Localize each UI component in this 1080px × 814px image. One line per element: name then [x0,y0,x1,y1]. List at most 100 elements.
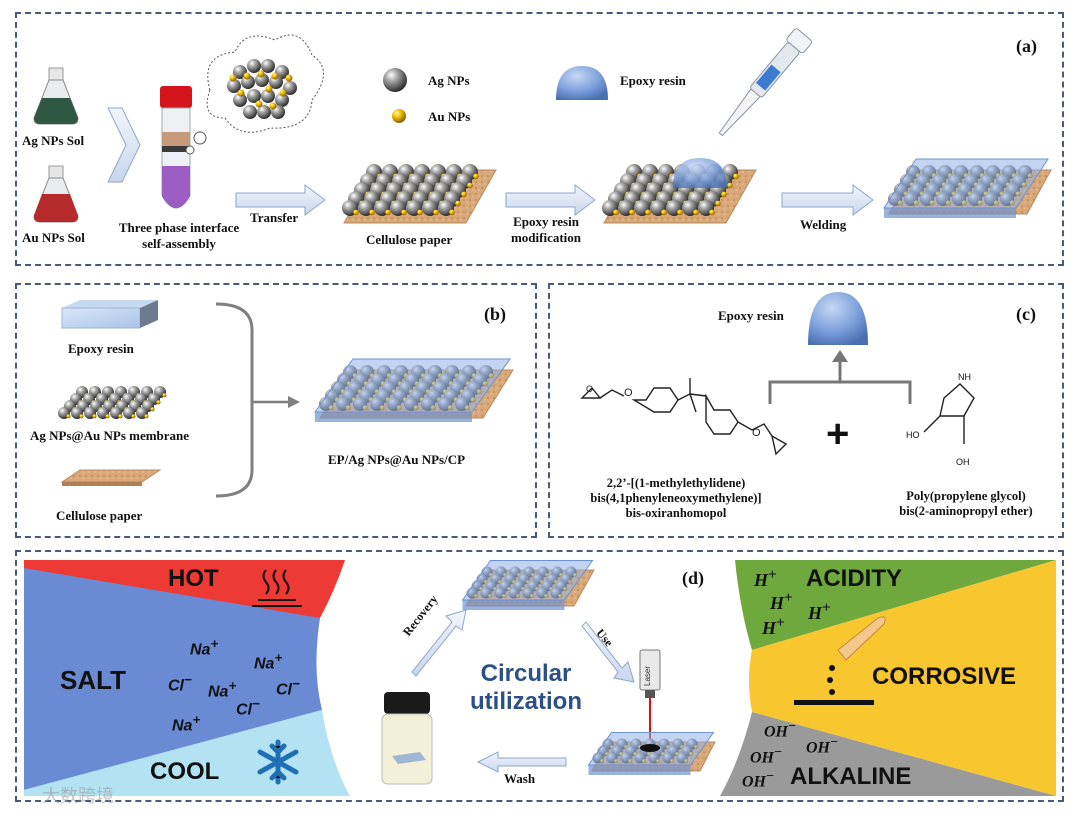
oh-atom-label: OH [956,457,970,467]
au-np-sphere [721,191,727,198]
recovery-arrow [411,609,467,677]
na-ion-3-text: Na [208,683,229,701]
na-ion-2-text: Na [254,655,275,673]
oh-ion-1: OH− [764,718,796,741]
cl-ion-2-charge: − [292,676,300,691]
au-np-sphere [66,414,71,419]
panel-b-epoxy-label: Epoxy resin [68,341,134,356]
h-ion-4-charge: + [776,615,785,631]
au-np-sphere [271,72,279,80]
cl-ion-1-text: Cl [168,677,184,695]
na-ion-3: Na+ [208,678,236,701]
epoxy-drop-legend-icon [556,66,608,100]
panel-b-paper-label: Cellulose paper [56,508,143,523]
oxygen-atom-1: O [624,387,633,399]
h-ion-1: H+ [754,567,777,591]
h-ion-4-text: H [762,618,777,638]
arrow-epoxy-modification [505,184,596,216]
h-ion-1-charge: + [768,567,777,583]
au-np-sphere [131,414,136,419]
nh-atom-label: NH [958,372,971,382]
au-np-sphere [715,200,721,207]
au-np-sphere [473,173,479,180]
au-flask-icon [33,165,79,223]
membrane-icon [58,386,167,419]
legend-epoxy-label: Epoxy resin [620,73,686,88]
panel-b [15,283,537,538]
tube-caption-line2: self-assembly [142,236,216,251]
bisphenol-molecule [580,378,788,456]
legend-au-label: Au NPs [428,109,471,124]
au-np-sphere [150,407,155,412]
amine-name: Poly(propylene glycol) bis(2-aminopropyl… [876,489,1056,519]
bisphenol-name-line2: bis(4,1phenyleneoxymethylene)] [590,491,762,505]
au-np-sphere [727,182,733,189]
panel-b-membrane-label: Ag NPs@Au NPs membrane [30,428,190,443]
epoxy-modification-line2: modification [510,230,582,245]
au-np-sphere [243,72,251,80]
ag-np-sphere [247,59,261,73]
au-np-sphere [629,209,635,216]
panel-d-label: (d) [682,568,704,588]
au-np-sphere [279,89,287,97]
au-np-sphere [693,209,699,216]
bracket [215,302,254,498]
panel-a [15,12,1064,266]
oh-ion-4-text: OH [742,773,766,791]
h-ion-4: H+ [762,615,785,639]
epoxy-side [588,765,691,775]
na-ion-2-charge: + [274,650,283,665]
acidity-label: ACIDITY [806,565,902,592]
arrowhead-icon [288,396,300,408]
cl-ion-1: Cl− [168,672,192,695]
au-sol-label: Au NPs Sol [22,230,85,245]
panel-c-graphics: O O O [580,292,975,456]
epoxy-side [462,600,565,610]
ag-np-sphere [247,89,261,103]
amine-name-line1: Poly(propylene glycol) [906,489,1026,503]
epoxy-side [315,412,472,422]
ag-np-sphere [269,75,283,89]
au-np-sphere [156,400,161,405]
na-ion-1-text: Na [190,641,211,659]
h-ion-3-text: H [808,603,823,623]
cl-ion-1-charge: − [184,672,192,687]
oh-ion-3: OH− [806,734,838,757]
amine-name-line2: bis(2-aminopropyl ether) [899,504,1033,518]
au-np-sphere [417,209,423,216]
oh-ion-2-charge: − [774,744,783,759]
ag-np-sphere [275,93,289,107]
membrane-on-paper-1 [342,164,497,224]
snowflake-icon [257,739,299,785]
au-np-sphere [661,209,667,216]
oh-ion-1-text: OH [764,723,788,741]
oh-ion-2-text: OH [750,749,774,767]
h-ion-3-charge: + [822,600,831,616]
alkaline-region [720,712,1056,796]
laser-spot-icon [640,744,660,752]
oxygen-atom-3: O [752,427,761,439]
panel-b-graphics [58,300,514,498]
epoxy-modification-label: Epoxy resin modification [496,214,596,246]
oxygen-atom-2: O [586,384,593,394]
au-np-sphere [369,209,375,216]
au-np-sphere [269,102,277,110]
salt-region [24,568,322,790]
ag-np-sphere [233,65,247,79]
ag-np-sphere [257,105,271,119]
h-ion-2-text: H [770,593,785,613]
au-np-sphere [144,414,149,419]
welding-label: Welding [800,217,847,232]
na-ion-4-charge: + [192,712,201,727]
au-np-sphere [118,414,123,419]
na-ion-4-text: Na [172,717,193,735]
dropper-icon [794,616,886,705]
h-ion-1-text: H [754,570,769,590]
panel-c-epoxy-label: Epoxy resin [718,308,784,323]
cl-ion-3-charge: − [252,696,260,711]
na-ion-4: Na+ [172,712,200,735]
corrosive-label: CORROSIVE [872,663,1017,690]
watermark: 大数跨境 [42,786,114,806]
cellulose-paper-icon [60,469,162,486]
